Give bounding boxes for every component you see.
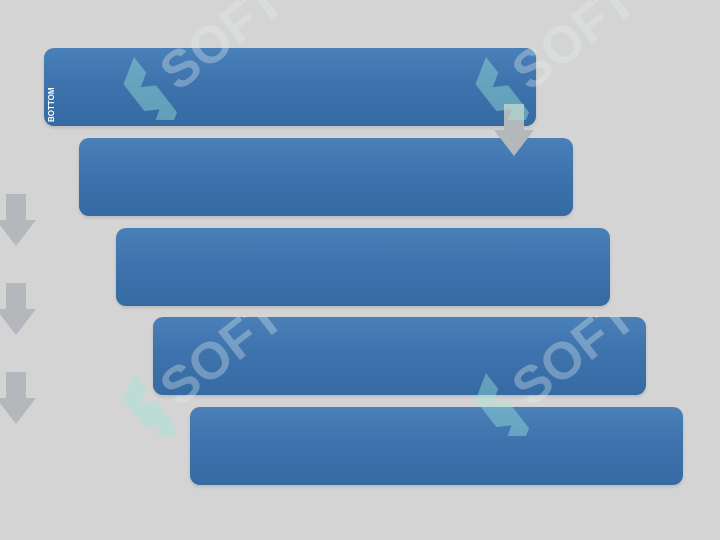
down-arrow-icon: [0, 372, 36, 424]
down-arrow-icon: [0, 283, 36, 335]
step-box-5: [190, 407, 683, 485]
step-box-1: BOTTOM: [44, 48, 536, 126]
down-arrow-icon: [0, 194, 36, 246]
step-box-4: [153, 317, 646, 395]
step-box-2: [79, 138, 573, 216]
down-arrow-icon: [494, 104, 534, 156]
step-box-1-side-label: BOTTOM: [47, 87, 56, 122]
step-box-3: [116, 228, 610, 306]
